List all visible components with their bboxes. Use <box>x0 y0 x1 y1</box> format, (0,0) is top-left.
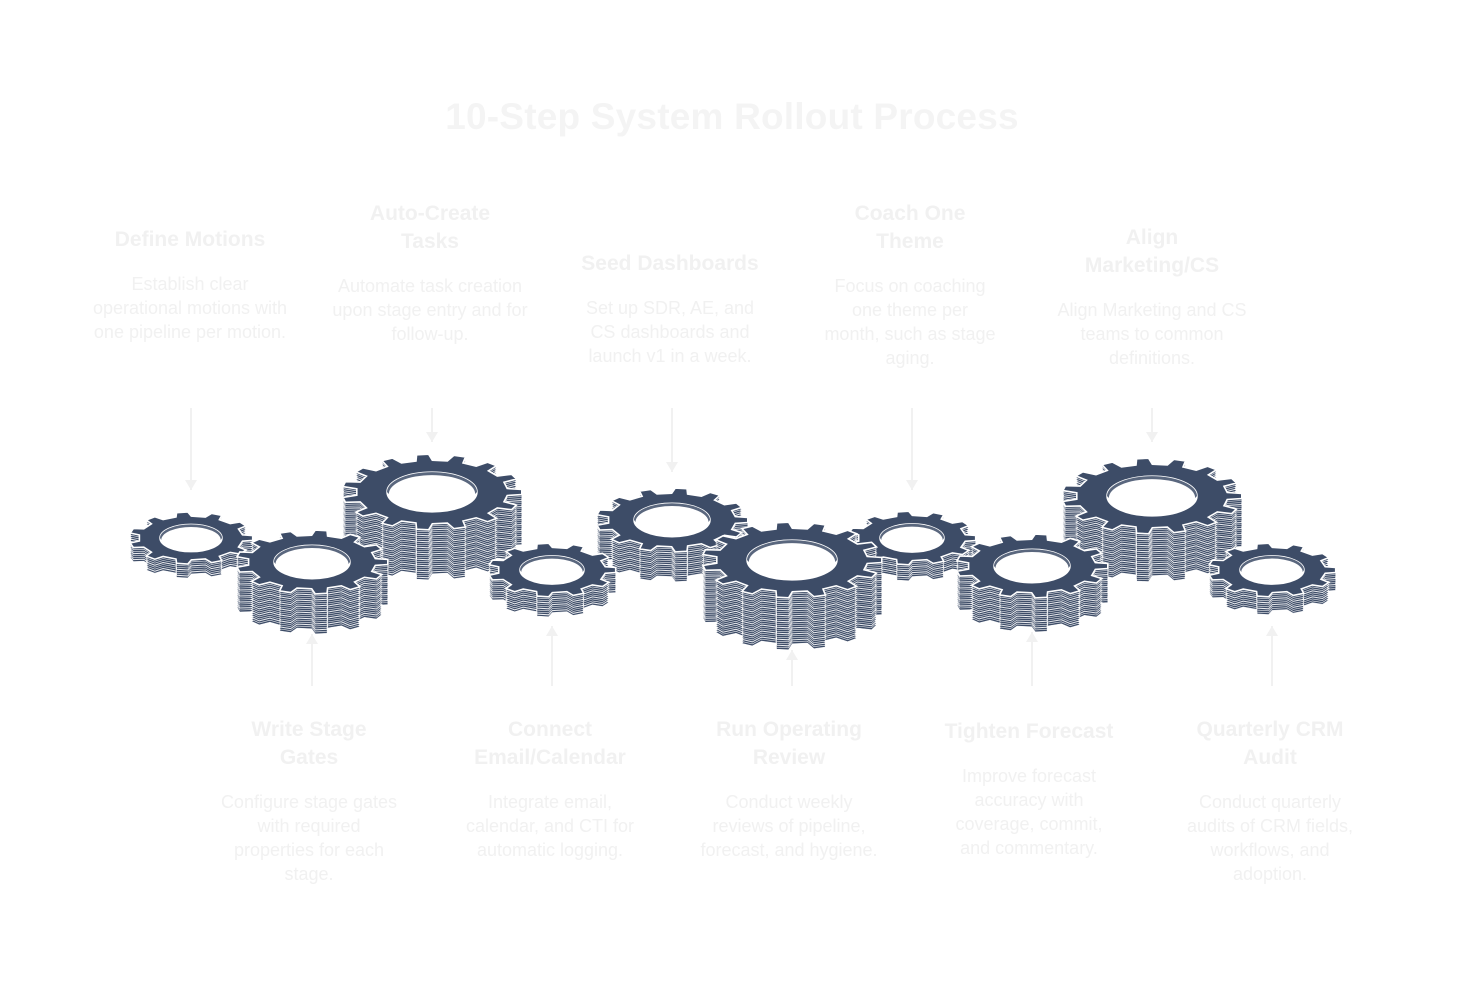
step-run-operating-review: Run Operating Review Conduct weekly revi… <box>689 716 889 862</box>
step-quarterly-crm-audit: Quarterly CRM Audit Conduct quarterly au… <box>1170 716 1370 886</box>
gear-8 <box>955 533 1109 633</box>
step-define-motions: Define Motions Establish clear operation… <box>90 226 290 344</box>
step-description: Automate task creation upon stage entry … <box>332 276 528 344</box>
step-description: Set up SDR, AE, and CS dashboards and la… <box>585 298 755 366</box>
page-title: 10-Step System Rollout Process <box>445 96 1019 137</box>
step-coach-one-theme: Coach One Theme Focus on coaching one th… <box>810 200 1010 370</box>
arrow-step-9 <box>1146 408 1158 442</box>
step-title: Align Marketing/CS <box>1084 226 1220 277</box>
arrow-step-7 <box>906 408 918 490</box>
step-title: Write Stage Gates <box>251 718 367 769</box>
arrow-step-4 <box>546 626 558 686</box>
step-tighten-forecast: Tighten Forecast Improve forecast accura… <box>929 718 1129 860</box>
step-connect-email-calendar: Connect Email/Calendar Integrate email, … <box>450 716 650 862</box>
step-title: Connect Email/Calendar <box>474 718 626 769</box>
step-description: Conduct weekly reviews of pipeline, fore… <box>700 792 878 860</box>
step-description: Align Marketing and CS teams to common d… <box>1057 300 1247 368</box>
step-description: Improve forecast accuracy with coverage,… <box>955 766 1103 858</box>
gear-1 <box>128 511 254 579</box>
gear-4 <box>487 542 617 618</box>
gear-2 <box>235 529 389 635</box>
step-title: Define Motions <box>114 228 266 251</box>
step-description: Integrate email, calendar, and CTI for a… <box>465 792 635 860</box>
step-align-marketing-cs: Align Marketing/CS Align Marketing and C… <box>1052 224 1252 370</box>
step-description: Conduct quarterly audits of CRM fields, … <box>1186 792 1354 884</box>
gear-10 <box>1207 542 1337 616</box>
step-title: Tighten Forecast <box>944 720 1114 743</box>
arrow-step-2 <box>306 634 318 686</box>
arrow-step-6 <box>786 650 798 686</box>
step-title: Quarterly CRM Audit <box>1196 718 1344 769</box>
step-description: Configure stage gates with required prop… <box>220 792 398 884</box>
step-description: Focus on coaching one theme per month, s… <box>824 276 996 368</box>
gear-3 <box>341 453 523 581</box>
gear-6 <box>701 521 883 651</box>
gear-9 <box>1061 457 1243 583</box>
step-title: Coach One Theme <box>854 202 966 253</box>
step-seed-dashboards: Seed Dashboards Set up SDR, AE, and CS d… <box>570 250 770 368</box>
step-description: Establish clear operational motions with… <box>92 274 288 342</box>
arrow-step-8 <box>1026 632 1038 686</box>
arrow-step-1 <box>185 408 197 490</box>
arrow-step-10 <box>1266 626 1278 686</box>
gear-7 <box>847 510 977 582</box>
step-title: Run Operating Review <box>716 718 862 769</box>
step-title: Seed Dashboards <box>581 252 759 275</box>
arrow-step-3 <box>426 408 438 442</box>
step-auto-create-tasks: Auto-Create Tasks Automate task creation… <box>330 200 530 346</box>
arrow-step-5 <box>666 408 678 472</box>
step-write-stage-gates: Write Stage Gates Configure stage gates … <box>209 716 409 886</box>
step-title: Auto-Create Tasks <box>369 202 491 253</box>
